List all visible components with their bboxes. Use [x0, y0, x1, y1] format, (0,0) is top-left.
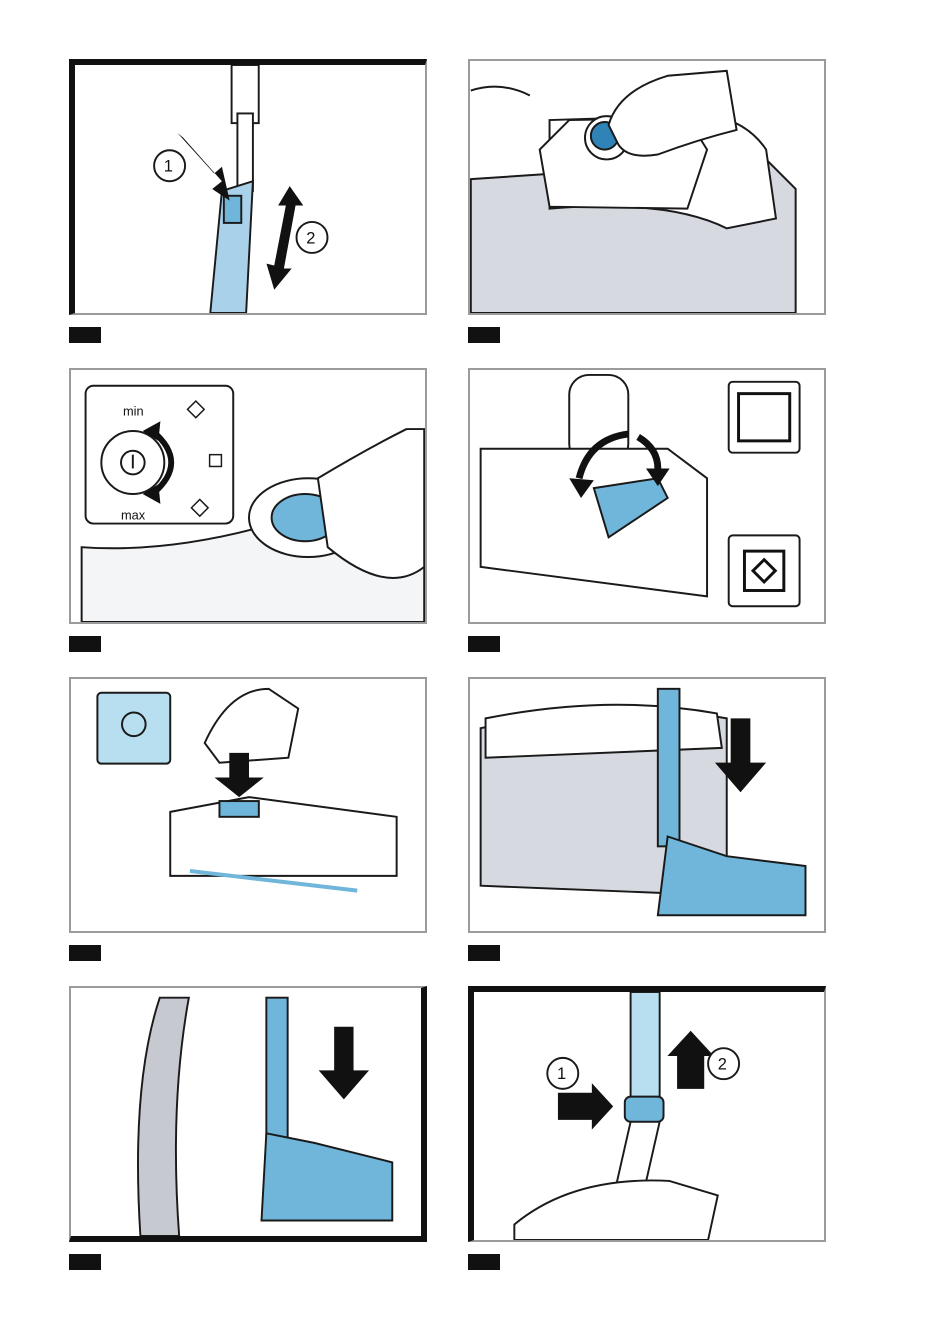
dial-max-label: max	[121, 508, 146, 523]
light-button	[219, 801, 258, 817]
nozzle-light-illustration	[71, 679, 425, 931]
hard-floor-icon	[210, 455, 222, 467]
callout-number-2: 2	[718, 1056, 727, 1074]
power-dial-illustration: min max	[71, 370, 425, 622]
release-collar	[625, 1097, 664, 1122]
parking-position-illustration	[470, 679, 824, 931]
step-number-tab-6	[468, 945, 500, 961]
floor-nozzle-switch-illustration	[470, 370, 824, 622]
suction-tube	[266, 998, 287, 1143]
step-number-tab-4	[468, 636, 500, 652]
step-panel-6	[468, 677, 826, 933]
floor-nozzle	[658, 837, 806, 916]
step-number-tab-1	[69, 327, 101, 343]
callout-number-1: 1	[164, 158, 173, 176]
push-arrow-icon	[558, 1083, 613, 1130]
release-slider	[224, 196, 241, 223]
step-panel-5	[69, 677, 427, 933]
step-number-tab-8	[468, 1254, 500, 1270]
step-panel-7	[69, 986, 427, 1242]
step-number-tab-7	[69, 1254, 101, 1270]
step-panel-1: 1 2	[69, 59, 427, 315]
light-bulb-icon	[97, 693, 170, 764]
callout-number-2: 2	[306, 229, 315, 247]
step-panel-3: min max	[69, 368, 427, 624]
tube-release-illustration: 1 2	[474, 992, 824, 1240]
step-number-tab-5	[69, 945, 101, 961]
storage-position-illustration	[71, 988, 421, 1236]
step-number-tab-3	[69, 636, 101, 652]
down-arrow-icon	[319, 1027, 369, 1100]
step-panel-2	[468, 59, 826, 315]
callout-number-1: 1	[557, 1065, 566, 1083]
floor-nozzle	[262, 1133, 393, 1220]
dial-min-label: min	[123, 403, 144, 418]
suction-tube	[631, 992, 660, 1103]
suction-tube	[658, 689, 680, 847]
pull-arrow-icon	[667, 1031, 714, 1089]
step-panel-4	[468, 368, 826, 624]
power-button-illustration	[470, 61, 824, 313]
shoe-icon	[205, 689, 299, 763]
step-number-tab-2	[468, 327, 500, 343]
telescopic-tube-illustration: 1 2	[75, 65, 425, 313]
step-panel-8: 1 2	[468, 986, 826, 1242]
